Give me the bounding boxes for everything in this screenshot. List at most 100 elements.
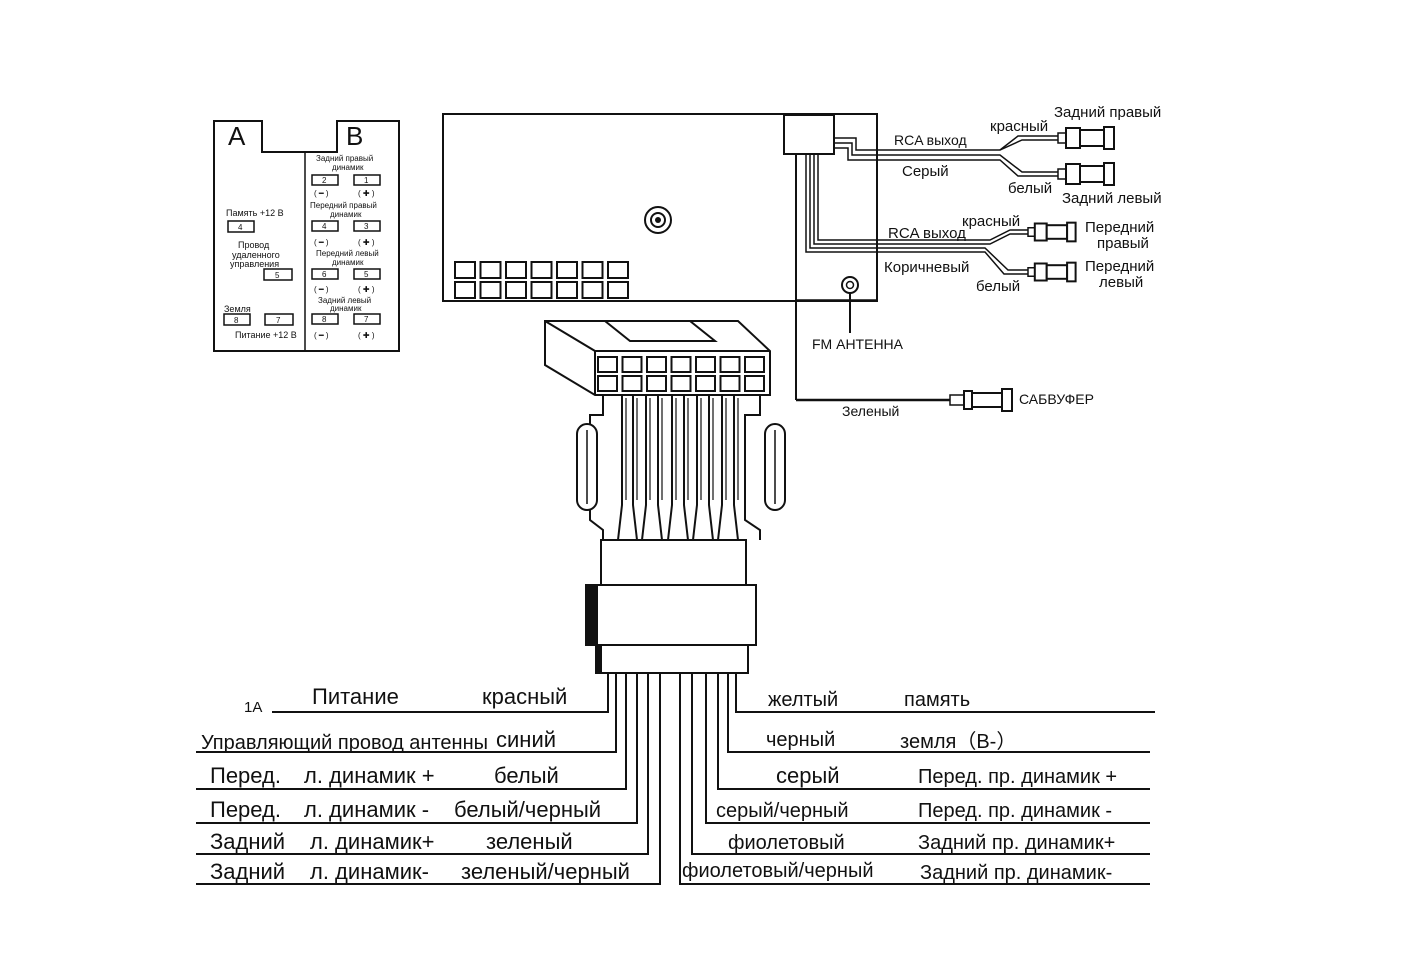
rca-plug [1027, 261, 1077, 283]
wire-violet-black-color: фиолетовый/черный [682, 860, 873, 882]
unit-pin [454, 281, 476, 299]
subwoofer-plug-body [971, 392, 1003, 408]
wire-gray-color: серый [776, 763, 840, 788]
plug-pin [744, 356, 765, 373]
rca-plug-collar [1065, 163, 1081, 185]
output-wire-left [196, 673, 638, 824]
plug-pin [670, 375, 692, 392]
svg-text:4: 4 [322, 222, 327, 231]
a-pin-8 [223, 313, 251, 326]
plug-pin [646, 356, 667, 373]
plug-pin [744, 375, 765, 392]
wire-rl-minus-prefix: Задний [210, 859, 285, 884]
rca-rear-red-label: красный [990, 118, 1048, 135]
output-wire-left [196, 673, 617, 753]
svg-text:динамик: динамик [332, 163, 364, 172]
wire-1a-color: красный [482, 684, 567, 709]
svg-text:Передний левый: Передний левый [316, 249, 379, 258]
a-power-label: Питание +12 В [235, 330, 297, 340]
a-remote-label-2: удаленного [232, 250, 280, 260]
a-ground-label: Земля [224, 304, 251, 314]
harness-wire [617, 395, 623, 541]
wire-harness [544, 320, 786, 674]
wire-black-color: черный [766, 729, 835, 751]
wire-1a-prefix: 1А [244, 699, 262, 716]
unit-pin [607, 281, 629, 299]
svg-text:1: 1 [364, 176, 369, 185]
svg-text:8: 8 [234, 316, 239, 325]
wire-fl-plus-prefix: Перед. [210, 763, 281, 788]
left-wire-labels: 1А Питание красный Управляющий провод ан… [201, 684, 630, 884]
rca-front-right-label-1: Передний [1085, 219, 1154, 236]
svg-text:7: 7 [364, 315, 369, 324]
svg-text:( ━ ): ( ━ ) [314, 238, 329, 247]
wire-violet-function: Задний пр. динамик+ [918, 832, 1115, 854]
unit-pin [556, 281, 578, 299]
svg-text:Задний левый: Задний левый [318, 296, 371, 305]
b-pin-7 [353, 313, 381, 325]
a-pin-5 [263, 268, 293, 281]
rca-front-output-label: RCA выход [888, 225, 966, 242]
output-wire-left [196, 673, 649, 855]
svg-text:5: 5 [364, 270, 369, 279]
subwoofer-plug [949, 388, 1013, 412]
wire-fl-minus-function: л. динамик - [304, 797, 429, 822]
subwoofer-wire-label: Зеленый [842, 403, 899, 419]
svg-text:динамик: динамик [330, 210, 362, 219]
output-wire-right [727, 673, 1150, 753]
rca-plug-collar [1065, 127, 1081, 149]
rca-jack-block [783, 114, 835, 155]
svg-text:6: 6 [322, 270, 327, 279]
rca-plug [1057, 126, 1115, 150]
rca-plug-body [1045, 224, 1069, 240]
wire-yellow-function: память [904, 689, 970, 711]
svg-text:Задний правый: Задний правый [316, 154, 373, 163]
rca-rear-white-label: белый [1008, 180, 1052, 197]
svg-text:3: 3 [364, 222, 369, 231]
rca-plug-cap [1103, 126, 1115, 150]
rca-plug [1057, 162, 1115, 186]
wire-fl-plus-function: л. динамик + [304, 763, 435, 788]
rca-plugs [949, 126, 1115, 412]
svg-text:4: 4 [238, 223, 243, 232]
rca-front-left-label-1: Передний [1085, 258, 1154, 275]
lower-connector-edge [586, 585, 598, 645]
b-pin-4 [311, 220, 339, 232]
subwoofer-plug-collar [963, 390, 973, 410]
wire-rl-minus-color: зеленый/черный [461, 859, 630, 884]
rca-plug-body [1045, 264, 1069, 280]
harness-wire [641, 395, 647, 541]
wire-1a-function: Питание [312, 684, 399, 709]
iso-connector-panel: A B Память +12 В 4 Провод удаленного упр… [213, 120, 400, 352]
output-wires [196, 673, 1155, 885]
wire-violet-black-function: Задний пр. динамик- [920, 862, 1112, 884]
harness-wire [667, 395, 673, 541]
unit-pin [530, 261, 553, 279]
plug-pin [597, 356, 618, 373]
rca-plug-cap [1066, 221, 1077, 243]
mid-wire-bundle [617, 395, 739, 541]
harness-wire [657, 395, 663, 541]
rca-plug-tip [1027, 267, 1036, 277]
rca-front-color-label: Коричневый [884, 259, 969, 276]
a-remote-label-1: Провод [238, 240, 270, 250]
svg-text:динамик: динамик [330, 304, 362, 313]
wire-yellow-color: желтый [768, 689, 838, 711]
wire-gray-black-color: серый/черный [716, 800, 849, 822]
harness-wire [717, 395, 723, 541]
svg-text:( ✚ ): ( ✚ ) [358, 331, 375, 340]
wire-rl-plus-prefix: Задний [210, 829, 285, 854]
lower-connector-body [585, 584, 757, 646]
wire-violet-color: фиолетовый [728, 832, 845, 854]
svg-text:( ✚ ): ( ✚ ) [358, 238, 375, 247]
output-wire-left [196, 673, 627, 790]
rca-plug-collar [1033, 262, 1048, 282]
plug-pin [646, 375, 667, 392]
b-pin-1 [353, 174, 381, 186]
plug-pin [695, 375, 716, 392]
svg-text:5: 5 [275, 271, 280, 280]
plug-pin [621, 375, 643, 392]
unit-knob-outer [644, 206, 672, 234]
svg-text:( ✚ ): ( ✚ ) [358, 189, 375, 198]
harness-wire [708, 395, 714, 541]
